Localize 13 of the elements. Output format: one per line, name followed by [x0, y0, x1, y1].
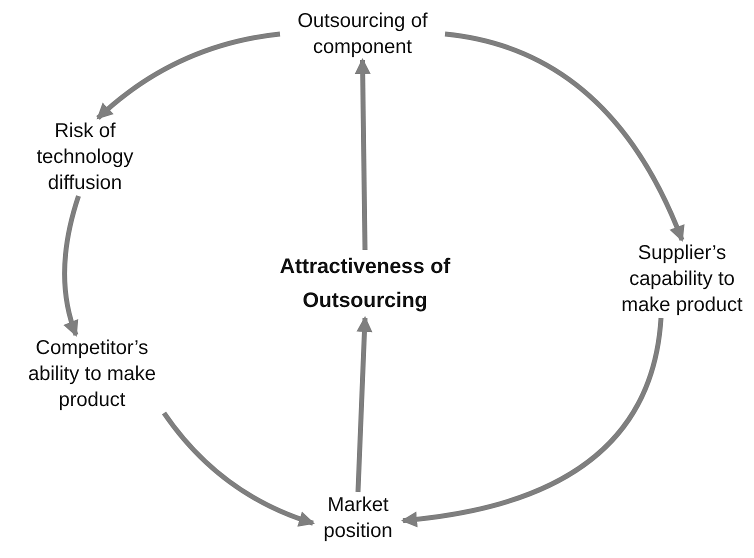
- node-label: Market position: [313, 492, 403, 544]
- node-label: Attractiveness of Outsourcing: [262, 250, 468, 318]
- node-label: Outsourcing of component: [280, 8, 445, 60]
- arrow: [401, 318, 664, 527]
- node-label: Competitor’s ability to make product: [12, 335, 172, 413]
- arrow: [62, 195, 81, 337]
- arrow: [354, 58, 371, 250]
- node-label: Risk of technology diffusion: [20, 118, 150, 196]
- arrow: [356, 316, 372, 492]
- arrow: [96, 32, 280, 120]
- arrow: [162, 412, 315, 526]
- node-label: Supplier’s capability to make product: [612, 240, 752, 318]
- arrow: [444, 32, 684, 242]
